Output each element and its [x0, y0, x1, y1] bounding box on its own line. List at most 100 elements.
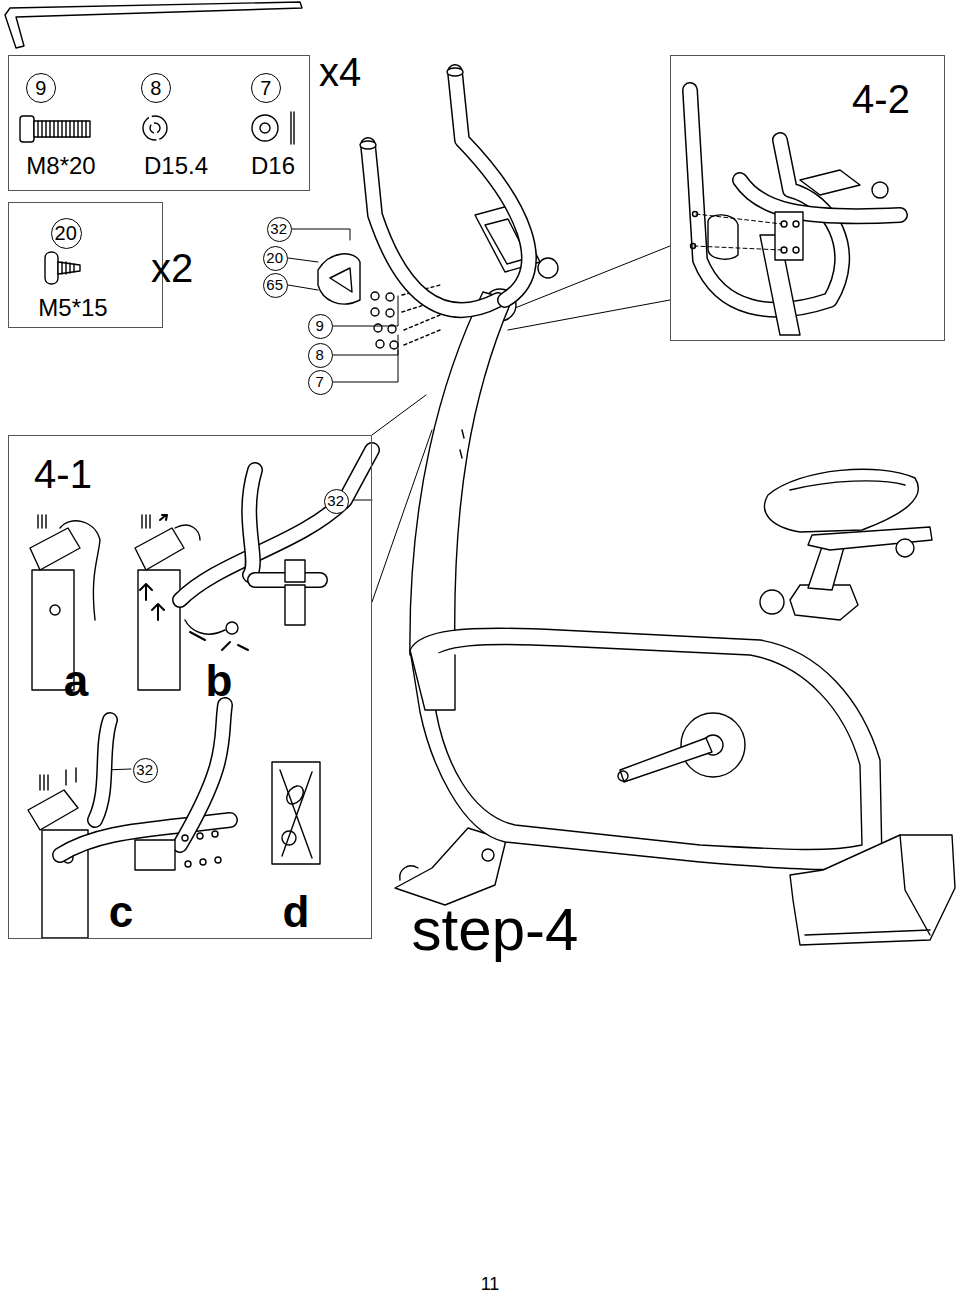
hardware-icons [45, 252, 58, 284]
callout-text-wrap: 32 [136, 761, 153, 779]
callout-text: 9 [35, 77, 46, 99]
callout-number: 9 [308, 314, 333, 339]
step-letter-wrap: d [283, 888, 310, 936]
inset-console-4-1 [185, 620, 225, 634]
hardware-box: M5*15 20 [8, 202, 163, 328]
handlebar [360, 141, 376, 149]
callout-text-wrap: 32 [327, 492, 344, 510]
step-letter-wrap: D15.4 [144, 153, 208, 179]
handlebar [447, 68, 463, 76]
exercise-bike [896, 539, 914, 557]
callout-text: 20 [55, 222, 77, 244]
inset-console-4-1 [285, 560, 305, 582]
inset-console-4-1 [50, 605, 60, 615]
inset-console-4-1 [95, 720, 110, 820]
inset-console-4-1 [138, 570, 180, 690]
inset-console-4-1 [28, 450, 372, 938]
step-letter: b [206, 657, 233, 705]
callout-text: 7 [260, 77, 271, 99]
callout-text-wrap: 8 [150, 77, 161, 99]
quantity-label: x2 [151, 246, 193, 290]
quantity-label: x4 [319, 50, 361, 94]
inset-console-4-1 [175, 525, 200, 540]
exploded-parts [386, 293, 394, 301]
exercise-bike [430, 644, 862, 849]
inset-console-4-1 [140, 584, 164, 620]
inset-console-4-1 [180, 705, 225, 845]
exercise-bike [618, 771, 628, 781]
part-spec: M5*15 [38, 295, 107, 321]
callout-text: 20 [266, 250, 283, 267]
inset-console-4-1 [28, 790, 78, 830]
step-letter-wrap: a [64, 657, 88, 705]
inset-console-4-1 [197, 833, 203, 839]
exercise-bike [620, 738, 712, 782]
exercise-bike [460, 430, 464, 458]
callout-text-wrap: 65 [266, 276, 283, 294]
quantity-label-wrap: x2 [151, 246, 193, 290]
callout-number: 20 [51, 218, 82, 249]
inset-console-4-1 [285, 585, 305, 625]
callout-text-wrap: 9 [35, 77, 46, 99]
callout-number: 8 [141, 73, 171, 103]
exploded-parts [330, 268, 352, 292]
callout-text-wrap: 9 [316, 317, 324, 335]
inset-console-4-1 [185, 861, 191, 867]
panel-heading-wrap: M8*20 [26, 153, 95, 179]
panel-heading-wrap: 4-2 [852, 77, 910, 121]
exploded-parts [538, 258, 558, 278]
step-letter-wrap: D16 [251, 153, 295, 179]
callout-text: 8 [150, 77, 161, 99]
inset-console-4-1 [135, 840, 175, 870]
inset-console-4-1 [215, 857, 221, 863]
handlebar [455, 72, 529, 300]
exercise-bike [400, 866, 418, 880]
hardware-box: M8*20 D15.4 D16 9 8 7 [8, 55, 310, 191]
callout-text: 32 [327, 493, 344, 510]
step-letter: a [64, 657, 88, 705]
inset-handlebar-4-2 [872, 182, 888, 198]
exploded-parts [386, 309, 394, 317]
step-letter: d [283, 888, 310, 936]
panel-heading-wrap: 4-1 [34, 452, 92, 496]
exercise-bike [790, 585, 858, 620]
callout-number: 65 [263, 273, 288, 298]
inset-handlebar-4-2 [708, 215, 738, 259]
step-title-wrap: step-4 [412, 897, 579, 963]
inset-handlebar-4-2 [775, 212, 803, 260]
inset-console-4-1 [212, 831, 218, 837]
inset-console-4-1 [249, 470, 255, 575]
inset-handlebar-4-2 [690, 90, 900, 335]
callout-text-wrap: 7 [316, 373, 324, 391]
hardware-icons [38, 121, 86, 137]
part-spec: D15.4 [144, 153, 208, 179]
leader-lines [288, 258, 318, 262]
inset-handlebar-4-2 [693, 212, 698, 217]
callout-number: 7 [251, 73, 281, 103]
callout-number: 7 [308, 370, 333, 395]
part-spec: M8*20 [26, 153, 95, 179]
inset-console-4-1 [160, 515, 167, 520]
inset-console-4-1 [40, 768, 76, 790]
callout-text-wrap: 7 [260, 77, 271, 99]
exploded-parts [376, 340, 384, 348]
exercise-bike [760, 590, 784, 614]
leader-lines [508, 300, 670, 330]
inset-handlebar-4-2 [793, 221, 799, 227]
part-spec: D16 [251, 153, 295, 179]
inset-console-4-1 [182, 835, 188, 841]
inset-console-4-1 [95, 720, 110, 820]
callout-text: 8 [316, 347, 324, 364]
hardware-icons [252, 115, 278, 141]
hardware-icons [150, 116, 158, 140]
exercise-bike [790, 835, 955, 945]
inset-console-4-1 [38, 515, 46, 528]
leader-lines [288, 285, 318, 290]
callout-text: 65 [266, 277, 283, 294]
handlebar [455, 72, 529, 300]
inset-console-4-1 [190, 632, 248, 650]
detail-panel: 4-1abcd3232 [8, 435, 372, 939]
exercise-bike [482, 849, 494, 861]
callout-text: 7 [316, 374, 324, 391]
hardware-icons [58, 262, 80, 274]
